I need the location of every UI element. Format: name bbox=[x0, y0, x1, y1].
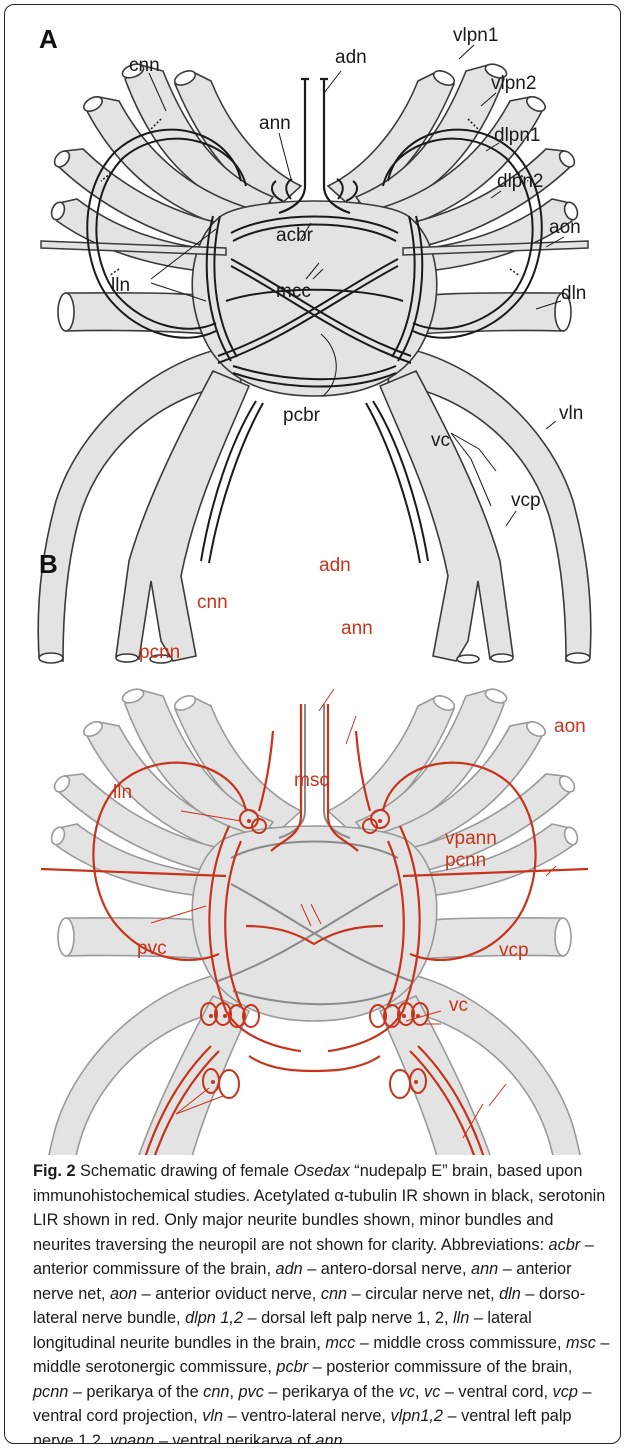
panel-a-drawing: A adn ann cnn vlpn1 vlpn2 dlpn1 dlpn2 ao… bbox=[38, 24, 591, 663]
caption-segment: – middle cross commissure, bbox=[355, 1334, 566, 1352]
label-b-cnn: cnn bbox=[197, 592, 228, 613]
label-b-pcnn-top: pcnn bbox=[139, 642, 180, 663]
label-a-pcbr: pcbr bbox=[283, 405, 321, 426]
panel-a-letter: A bbox=[39, 24, 58, 54]
caption-segment: – circular nerve net, bbox=[347, 1285, 499, 1303]
caption-segment: – posterior commissure of the brain, bbox=[308, 1358, 572, 1376]
label-a-vcp: vcp bbox=[511, 490, 541, 511]
caption-segment: vc bbox=[424, 1383, 440, 1401]
figure-frame: A adn ann cnn vlpn1 vlpn2 dlpn1 dlpn2 ao… bbox=[4, 4, 621, 1444]
label-b-lln: lln bbox=[113, 782, 132, 803]
caption-segment: ann bbox=[315, 1432, 342, 1445]
label-a-adn: adn bbox=[335, 47, 367, 68]
caption-segment: , bbox=[415, 1383, 424, 1401]
panel-b-letter: B bbox=[39, 549, 58, 579]
caption-segment: vpann bbox=[110, 1432, 154, 1445]
figure-diagram: A adn ann cnn vlpn1 vlpn2 dlpn1 dlpn2 ao… bbox=[5, 5, 621, 1155]
label-a-dln: dln bbox=[561, 283, 586, 304]
label-b-vcp: vcp bbox=[499, 940, 529, 961]
label-b-aon: aon bbox=[554, 716, 586, 737]
label-a-lln: lln bbox=[111, 275, 130, 296]
caption-segment: – ventral cord, bbox=[440, 1383, 552, 1401]
caption-segment: ann bbox=[471, 1260, 498, 1278]
caption-segment: – dorsal left palp nerve 1, 2, bbox=[243, 1309, 453, 1327]
label-a-ann: ann bbox=[259, 113, 291, 134]
caption-segment: – perikarya of the bbox=[264, 1383, 399, 1401]
caption-segment: pcbr bbox=[276, 1358, 308, 1376]
caption-segment: – antero-dorsal nerve, bbox=[303, 1260, 471, 1278]
label-b-adn: adn bbox=[319, 555, 351, 576]
caption-segment: aon bbox=[110, 1285, 137, 1303]
label-b-vc: vc bbox=[449, 995, 468, 1016]
caption-segment: Osedax bbox=[294, 1162, 350, 1180]
label-a-vlpn2: vlpn2 bbox=[491, 73, 536, 94]
caption-segment: acbr bbox=[549, 1236, 581, 1254]
label-a-dlpn1: dlpn1 bbox=[494, 125, 541, 146]
caption-segment: dln bbox=[499, 1285, 521, 1303]
caption-segment: vlpn1,2 bbox=[390, 1407, 443, 1425]
caption-segment: Schematic drawing of female bbox=[76, 1162, 294, 1180]
caption-segment: mcc bbox=[325, 1334, 355, 1352]
label-a-aon: aon bbox=[549, 217, 581, 238]
caption-segment: pcnn bbox=[33, 1383, 68, 1401]
label-a-vlpn1: vlpn1 bbox=[453, 25, 498, 46]
caption-segment: – perikarya of the bbox=[68, 1383, 203, 1401]
figure-number: Fig. 2 bbox=[33, 1162, 76, 1180]
caption-segment: vcp bbox=[553, 1383, 578, 1401]
label-a-vc: vc bbox=[431, 430, 450, 451]
label-b-ann: ann bbox=[341, 618, 373, 639]
caption-segment: msc bbox=[566, 1334, 596, 1352]
caption-text: Schematic drawing of female Osedax “nude… bbox=[33, 1162, 609, 1444]
caption-segment: vln bbox=[202, 1407, 223, 1425]
caption-segment: – anterior oviduct nerve, bbox=[137, 1285, 321, 1303]
label-a-acbr: acbr bbox=[276, 225, 314, 246]
label-a-cnn: cnn bbox=[129, 55, 160, 76]
caption-segment: , bbox=[229, 1383, 238, 1401]
caption-segment: lln bbox=[453, 1309, 469, 1327]
caption-segment: vc bbox=[399, 1383, 415, 1401]
label-a-mcc: mcc bbox=[276, 281, 311, 302]
caption-segment: pvc bbox=[239, 1383, 264, 1401]
label-b-msc: msc bbox=[294, 770, 329, 791]
label-b-pvc: pvc bbox=[137, 938, 167, 959]
caption-segment: adn bbox=[276, 1260, 303, 1278]
label-a-dlpn2: dlpn2 bbox=[497, 171, 544, 192]
caption-segment: – ventro-lateral nerve, bbox=[223, 1407, 390, 1425]
label-b-pcnn-right: pcnn bbox=[445, 850, 486, 871]
caption-segment: cnn bbox=[203, 1383, 229, 1401]
caption-segment: cnn bbox=[321, 1285, 347, 1303]
caption-segment: dlpn 1,2 bbox=[185, 1309, 243, 1327]
caption-segment: – ventral perikarya of bbox=[154, 1432, 315, 1445]
label-b-vpann: vpann bbox=[445, 828, 497, 849]
label-a-vln: vln bbox=[559, 403, 583, 424]
figure-caption: Fig. 2 Schematic drawing of female Oseda… bbox=[33, 1159, 611, 1444]
